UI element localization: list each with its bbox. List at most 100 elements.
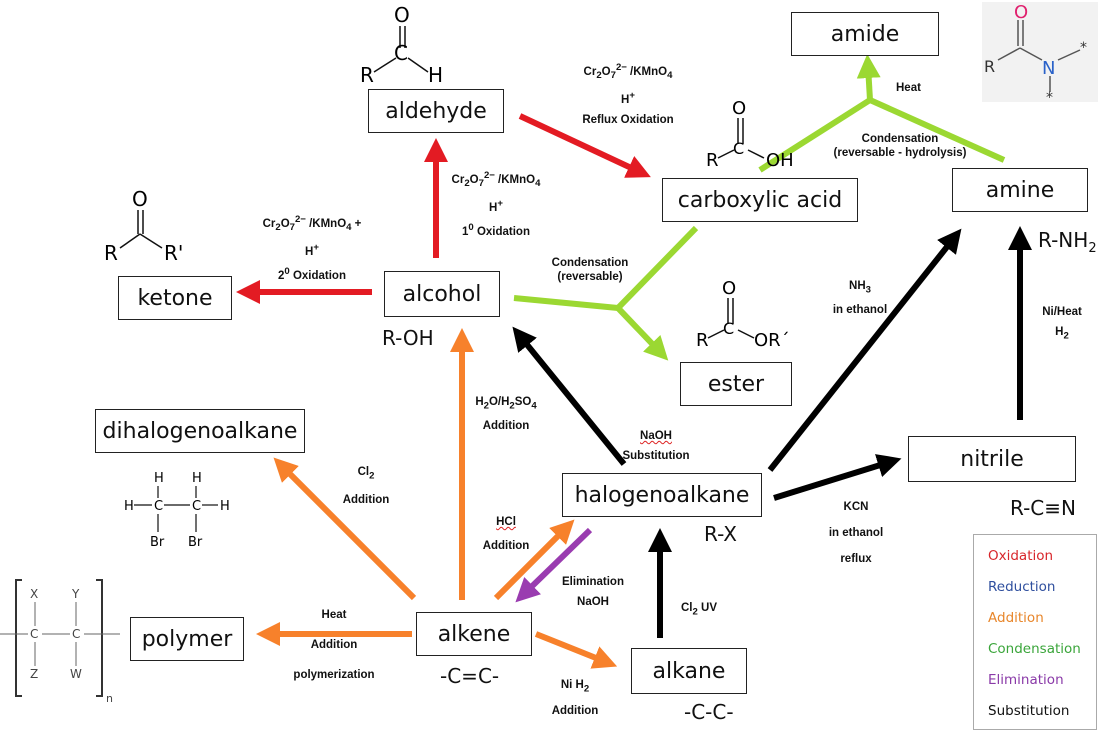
node-ketone: ketone [118,276,232,320]
svg-text:Y: Y [71,587,80,601]
arrow-acid-branch [615,225,699,311]
legend-oxidation: Oxidation [988,548,1054,564]
arrow-to-ester [615,305,669,361]
svg-text:O: O [722,278,736,299]
node-nitrile: nitrile [908,436,1076,482]
svg-text:OR´: OR´ [754,330,790,351]
ester-structure: O C R OR´ [696,278,790,351]
arrow-halo-to-alcohol [512,326,627,466]
svg-text:C: C [723,319,734,338]
label-h2o-addition: H2O/H2SO4 Addition [475,396,537,433]
acid-structure: O C R OH [706,98,794,171]
node-amide: amide [791,12,939,56]
arrow-amine-branch-amide [868,97,1006,163]
node-amine: amine [952,168,1088,212]
svg-text:C: C [154,499,163,514]
formula-alkane: -C-C- [684,700,734,724]
legend-substitution: Substitution [988,703,1070,719]
formula-alkene: -C=C- [440,664,500,688]
svg-text:O: O [394,3,410,27]
arrow-halo-to-amine [767,228,962,472]
svg-text:R': R' [164,241,183,265]
node-alcohol: alcohol [384,271,500,317]
legend-addition: Addition [988,610,1044,626]
label-ni-heat: Ni/Heat H2 [1042,306,1082,342]
svg-text:O: O [1014,2,1028,23]
legend: Oxidation Reduction Addition Condensatio… [973,534,1097,730]
svg-text:C: C [394,41,408,65]
arrow-alkene-to-dihalo [273,457,417,601]
aldehyde-structure: O C R H [360,3,443,86]
svg-text:N: N [1042,58,1055,79]
svg-text:X: X [30,587,38,601]
svg-text:Br: Br [188,535,203,550]
label-amide-condensation: Condensation (reversable - hydrolysis) [833,133,967,159]
label-amide-heat: Heat [896,82,921,94]
svg-text:O: O [732,98,746,119]
label-kcn: KCN in ethanol reflux [828,501,884,565]
svg-text:W: W [70,667,82,681]
label-naoh-substitution: NaOH Substitution [622,430,690,462]
svg-text:OH: OH [766,150,794,171]
node-dihalogenoalkane: dihalogenoalkane [95,409,305,453]
svg-text:C: C [733,139,744,158]
node-polymer: polymer [130,617,244,661]
node-carboxylic-acid: carboxylic acid [662,178,858,222]
svg-text:*: * [1046,90,1053,102]
svg-text:*: * [1080,40,1087,56]
svg-text:C: C [192,499,201,514]
label-elimination-naoh: Elimination NaOH [562,576,624,608]
arrow-acid-branch-amide [758,97,872,173]
amide-structure: O R N * * [982,2,1098,102]
node-halogenoalkane: halogenoalkane [562,473,762,517]
label-polymerization: Heat Addition polymerization [293,609,375,681]
label-ni-h2-addition: Ni H2 Addition [551,679,599,718]
svg-text:R: R [696,330,709,351]
svg-text:R: R [104,241,118,265]
svg-text:Z: Z [30,667,38,681]
arrow-to-amide [856,54,881,101]
svg-text:H: H [428,63,443,86]
arrow-halo-to-nitrile [773,454,902,501]
label-cl2-uv: Cl2 UV [681,602,717,618]
arrow-alkene-to-halo [493,519,575,601]
arrow-halo-to-alkene [515,527,593,603]
svg-text:n: n [106,692,113,705]
label-alcohol-to-ketone: Cr2O72− /KMnO4 + H+ 20 Oxidation [262,214,362,282]
label-alcohol-to-aldehyde: Cr2O72− /KMnO4 H+ 10 Oxidation [451,170,541,238]
svg-text:H: H [220,499,230,514]
formula-nitrile: R-C≡N [1010,496,1076,520]
label-aldehyde-to-acid: Cr2O72− /KMnO4 H+ Reflux Oxidation [582,62,674,126]
formula-alcohol: R-OH [382,326,434,350]
node-aldehyde: aldehyde [368,89,504,133]
svg-text:H: H [154,471,164,486]
svg-text:H: H [192,471,202,486]
node-alkane: alkane [631,648,747,694]
label-nh3-ethanol: NH3 in ethanol [832,280,888,317]
node-alkene: alkene [416,612,532,656]
arrow-alkene-to-alkane [534,631,618,669]
svg-text:O: O [132,187,148,211]
label-hcl-addition: HCl Addition [482,516,530,552]
legend-condensation: Condensation [988,641,1081,657]
dihalo-structure: H H H C C H Br Br [124,471,230,550]
formula-halogenoalkane: R-X [704,522,738,546]
svg-text:Br: Br [150,535,165,550]
svg-text:C: C [72,627,80,641]
svg-text:C: C [30,627,38,641]
label-ester-condensation: Condensation (reversable) [551,257,629,283]
legend-reduction: Reduction [988,579,1056,595]
legend-elimination: Elimination [988,672,1064,688]
formula-amine: R-NH2 [1038,228,1097,256]
ketone-structure: O R R' [104,187,183,265]
svg-text:H: H [124,499,134,514]
polymer-structure: X Y C C Z W n [0,579,120,705]
svg-text:R: R [360,63,374,86]
svg-text:R: R [706,150,719,171]
arrow-aldehyde-to-acid [518,113,651,178]
label-cl2-addition: Cl2 Addition [342,466,390,507]
arrow-alcohol-branch [513,295,619,311]
node-ester: ester [680,362,792,406]
svg-text:R: R [984,57,995,76]
